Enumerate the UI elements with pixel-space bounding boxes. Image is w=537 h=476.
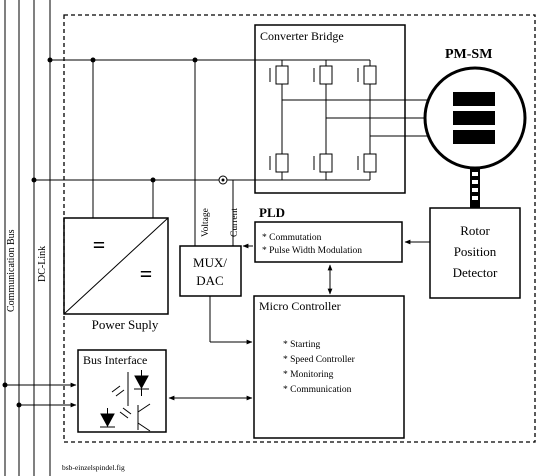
bus-interface-title: Bus Interface [83,353,147,367]
dc-link-label: DC-Link [37,246,48,282]
communication-bus-label: Communication Bus [6,229,17,312]
current-label: Current [230,208,240,237]
rotor-detector-line3: Detector [453,265,498,280]
filename-caption: bsb-einzelspindel.fig [62,463,125,472]
transistor-switches [269,65,377,173]
power-supply-output-symbol: = [140,261,153,286]
power-supply-input-symbol: = [93,232,106,257]
dc-rails [34,59,255,246]
motor-windings [453,92,495,144]
rotor-detector-line2: Position [454,244,497,259]
motor-shaft [470,168,480,208]
mux-dac-line1: MUX/ [193,255,227,270]
micro-controller-box [253,295,405,439]
optocoupler-icon [100,370,151,432]
motor-label: PM-SM [445,47,492,62]
mc-item-starting: * Starting [283,340,320,350]
pld-box [254,221,403,263]
converter-bridge-title: Converter Bridge [260,29,344,43]
voltage-label: Voltage [201,208,211,237]
mc-item-speed-controller: * Speed Controller [283,355,356,365]
signal-connections [7,239,430,408]
micro-controller-title: Micro Controller [259,299,341,313]
bus-interface-box [77,349,167,433]
rotor-detector-box [429,207,521,299]
bus-lines [4,0,51,476]
power-supply-label: Power Suply [92,317,159,332]
pld-item-pwm: * Pulse Width Modulation [262,246,362,256]
rotor-detector-line1: Rotor [460,223,490,238]
converter-bridge-box [254,24,406,194]
mc-item-communication: * Communication [283,385,352,395]
pld-title: PLD [259,205,285,220]
power-supply-box [63,217,169,315]
mux-dac-box [179,245,242,297]
mux-dac-line2: DAC [196,273,223,288]
mc-item-monitoring: * Monitoring [283,370,334,380]
junction-dots [2,57,198,408]
pld-item-commutation: * Commutation [262,233,322,243]
